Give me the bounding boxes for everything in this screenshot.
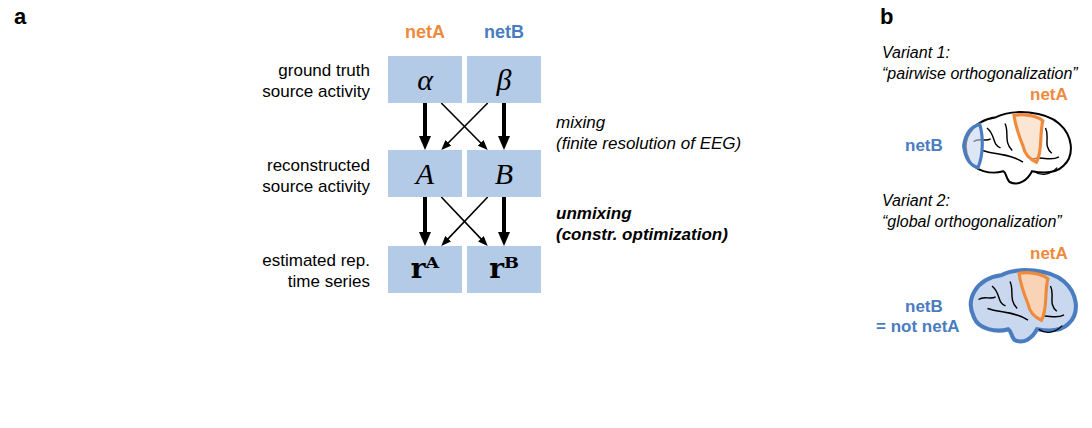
source-box: B (467, 150, 541, 197)
variant-title: Variant 1: (882, 42, 950, 63)
panel-letter: a (14, 6, 26, 27)
region-label: netA (1030, 84, 1068, 105)
column-header: netA (388, 22, 462, 43)
mixing-arrow (446, 103, 488, 145)
mixing-arrow (441, 197, 483, 241)
region-label: = not netA (876, 316, 960, 337)
source-box: α (388, 56, 462, 103)
column-header: netB (467, 22, 541, 43)
region-label: netB (905, 135, 943, 156)
symbol-text: β (497, 63, 512, 96)
region-label: netA (1030, 243, 1068, 264)
source-box: β (467, 56, 541, 103)
brain-variant-1 (964, 112, 1071, 183)
symbol-text: rᴬ (411, 254, 439, 285)
stage-note: (finite resolution of EEG) (556, 133, 741, 154)
source-box: A (388, 150, 462, 197)
variant-title: Variant 2: (882, 190, 950, 211)
variant-name: “pairwise orthogonalization” (882, 63, 1078, 84)
panel-letter: b (880, 6, 893, 27)
mixing-arrow (502, 197, 506, 236)
mixing-arrow (423, 103, 427, 140)
symbol-text: α (417, 63, 433, 96)
mixing-arrow (441, 103, 483, 145)
stage-note: (constr. optimization) (556, 224, 728, 245)
source-box: rᴮ (467, 246, 541, 293)
brain-variant-2 (971, 270, 1076, 341)
source-box: rᴬ (388, 246, 462, 293)
mixing-arrow (446, 197, 488, 241)
symbol-text: rᴮ (489, 254, 519, 285)
region-label: netB (905, 296, 943, 317)
row-label: ground truth source activity (238, 60, 370, 102)
row-label: estimated rep. time series (238, 250, 370, 292)
mixing-arrow (423, 197, 427, 236)
mixing-arrow (502, 103, 506, 140)
row-label: reconstructed source activity (238, 155, 370, 197)
stage-label: unmixing (556, 203, 632, 224)
stage-label: mixing (556, 112, 605, 133)
variant-name: “global orthogonalization” (882, 211, 1062, 232)
symbol-text: B (495, 157, 513, 190)
symbol-text: A (416, 157, 434, 190)
